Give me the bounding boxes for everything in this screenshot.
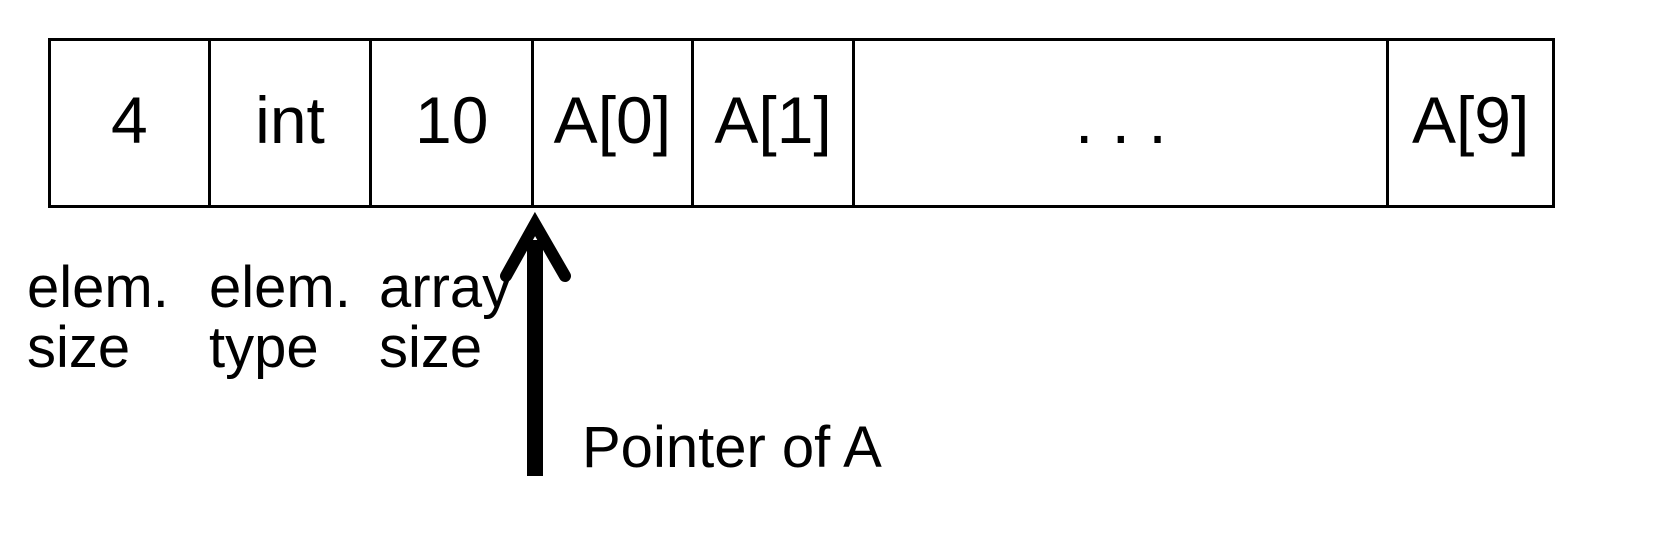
label-elem-type-line1: elem. [209,255,351,320]
cell-a0: A[0] [534,41,694,205]
cell-elem-type: int [211,41,373,205]
label-array-size: array size [379,258,511,378]
cell-ellipsis: . . . [855,41,1390,205]
cell-array-size: 10 [372,41,535,205]
cell-elem-size: 4 [51,41,211,205]
label-array-size-line1: array [379,255,512,320]
pointer-label: Pointer of A [582,415,882,480]
label-elem-size-line1: elem. [27,255,169,320]
label-elem-size-line2: size [27,315,131,380]
cell-a1: A[1] [694,41,856,205]
label-array-size-line2: size [379,315,483,380]
label-elem-size: elem. size [27,258,169,378]
label-elem-type: elem. type [209,258,351,378]
cell-a9: A[9] [1411,83,1530,157]
pointer-arrow-head [500,211,571,282]
label-elem-type-line2: type [209,315,319,380]
array-memory-row: 4 int 10 A[0] A[1] . . . A[9] [48,38,1555,208]
